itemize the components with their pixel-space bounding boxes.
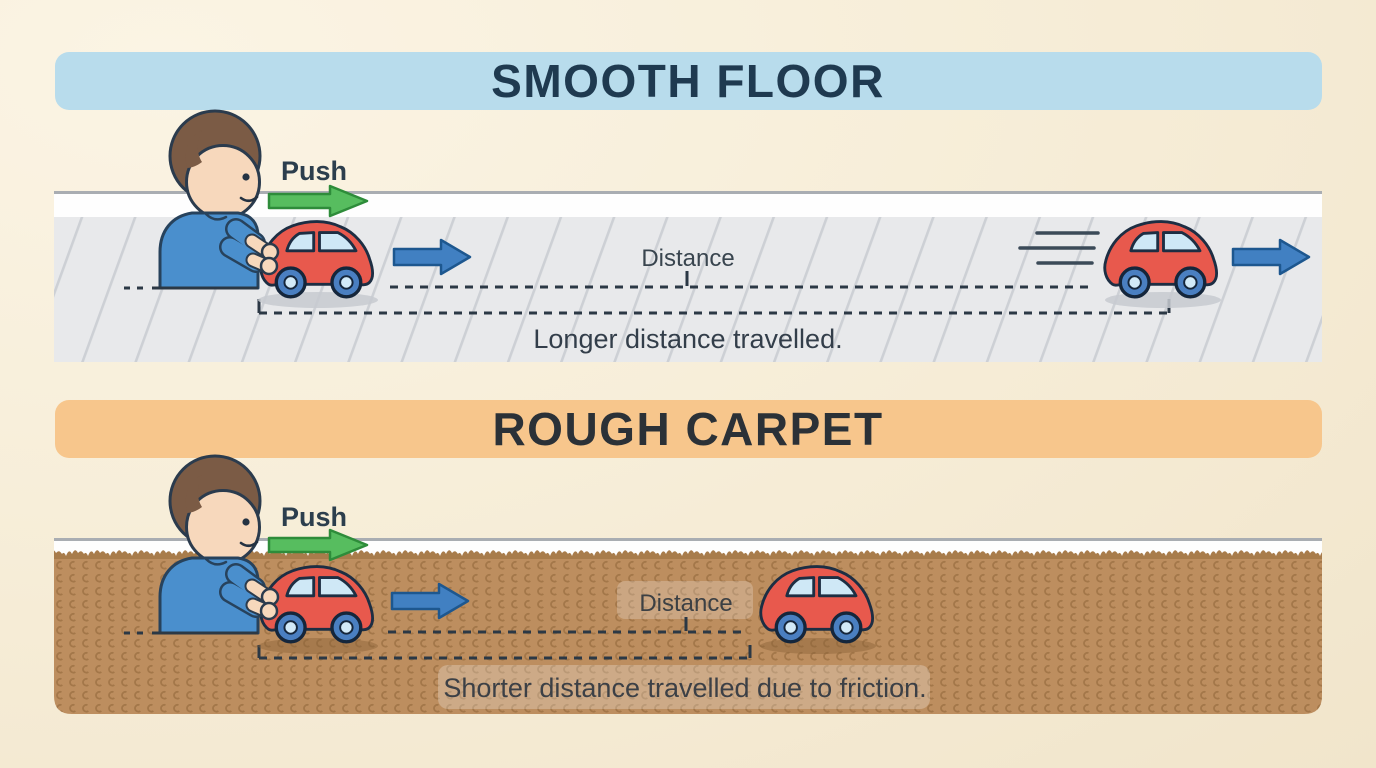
- rough-carpet-panel: ROUGH CARPET Push Distance Sho: [54, 400, 1322, 714]
- car-shadow: [258, 638, 378, 654]
- rough-carpet-caption: Shorter distance travelled due to fricti…: [443, 673, 926, 703]
- push-label: Push: [281, 156, 347, 186]
- push-label: Push: [281, 502, 347, 532]
- car-shadow: [258, 292, 378, 308]
- wall-baseboard-line: [54, 191, 1322, 194]
- car-shadow: [760, 638, 876, 654]
- distance-label: Distance: [639, 590, 732, 617]
- distance-label: Distance: [641, 245, 734, 272]
- wall-baseboard-line: [54, 538, 1322, 541]
- smooth-floor-title: SMOOTH FLOOR: [491, 55, 885, 107]
- rough-carpet-title: ROUGH CARPET: [492, 403, 883, 455]
- smooth-floor-panel: SMOOTH FLOOR Push: [54, 52, 1322, 362]
- carpet-texture-overlay: [54, 559, 1322, 714]
- car-shadow: [1105, 292, 1221, 308]
- wall-strip: [54, 194, 1322, 217]
- smooth-floor-caption: Longer distance travelled.: [533, 324, 842, 354]
- motion-speed-lines-icon: [1018, 231, 1100, 265]
- smooth-floor-banner: [55, 52, 1322, 110]
- carpet-pile-edge: [54, 547, 1322, 561]
- caption-backdrop: [438, 665, 930, 709]
- rough-carpet-banner: [55, 400, 1322, 458]
- distance-label-backdrop: [617, 581, 753, 619]
